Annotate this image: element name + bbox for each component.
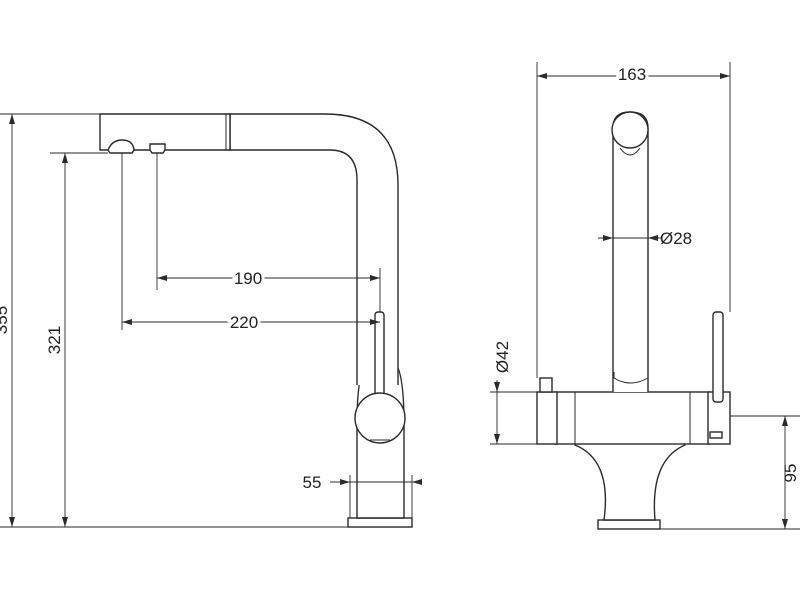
side-spout-neck (229, 113, 399, 385)
front-left-cap (536, 391, 558, 445)
side-dimensions (0, 113, 422, 528)
side-nozzle-front (107, 139, 135, 154)
side-base-plate (347, 517, 413, 528)
dim-163-label: 163 (618, 65, 646, 84)
dim-95-label: 95 (781, 464, 800, 483)
dim-42-label: Ø42 (493, 341, 512, 373)
dim-28-label: Ø28 (660, 229, 692, 248)
front-crossbar (554, 391, 711, 445)
front-right-lever (712, 311, 724, 403)
dim-220-label: 220 (230, 313, 258, 332)
side-nozzle-rear (149, 143, 166, 154)
dim-355-label: 355 (0, 306, 11, 334)
side-spray-head (99, 113, 231, 151)
dim-55-label: 55 (303, 473, 322, 492)
front-dimensions (490, 62, 800, 530)
dim-321-label: 321 (45, 326, 64, 354)
dim-190-label: 190 (234, 269, 262, 288)
side-view (99, 113, 413, 528)
front-view (536, 111, 731, 530)
side-handle-knob (354, 392, 406, 444)
front-spout-top (611, 111, 649, 149)
front-base-plate (597, 519, 661, 530)
front-spout-neck (612, 111, 649, 392)
